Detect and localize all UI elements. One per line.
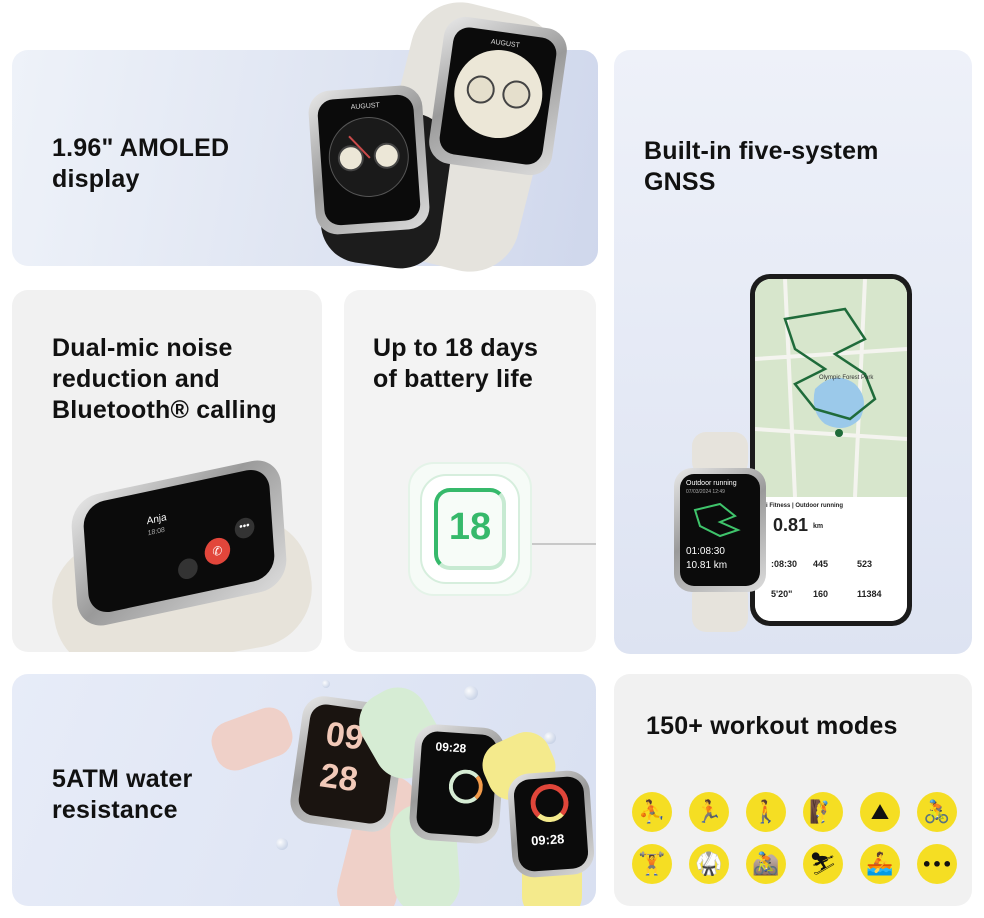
gnss-watch: Outdoor running 07/03/2024 12:49 01:08:3… [674,432,766,632]
card-gnss: Built-in five-system GNSS Olympic Forest… [614,50,972,654]
watch-dial [448,44,548,144]
water-bubble [544,732,556,744]
phone-bpm: 160 [813,589,829,599]
spinning-icon: 🚵 [746,844,786,884]
watch-subdial [464,73,497,106]
connector-line [528,543,596,545]
running-icon: 🏃 [689,792,729,832]
call-time: 18:08 [147,526,166,538]
card-water-resistance: 5ATM water resistance 09 28 09:28 09:28 [12,674,596,906]
watch-title: Outdoor running [686,480,737,487]
phone: Olympic Forest Park Mi Fitness | Outdoor… [750,274,912,626]
phone-steps: 523 [857,559,873,569]
activity-rings [529,782,570,824]
hangup-button: ✆ [203,535,232,568]
card-workout-modes: 150+ workout modes ⛹ 🏃 🚶 🧗 ⛰ 🚴 🏋 🥋 🚵 ⛷ 🚣… [614,674,972,906]
card-amoled-display: 1.96" AMOLED display AUGUST AUGUST [12,0,598,283]
mute-button [177,556,199,581]
phone-pace: 5'20" [771,589,793,599]
route-map: Olympic Forest Park [755,279,907,498]
time-small: 09:28 [435,739,467,756]
ring-widget [447,768,484,805]
card-dual-mic: Dual-mic noise reduction and Bluetooth® … [12,290,322,652]
workout-stats: Mi Fitness | Outdoor running 0.81 km :08… [755,497,907,621]
cycling-icon: 🚴 [917,792,957,832]
strength-icon: 🏋 [632,844,672,884]
elliptical-icon: ⛷ [803,844,843,884]
watch-subdial [372,141,401,170]
watch-screen-front: AUGUST [316,93,422,227]
phone-screen: Olympic Forest Park Mi Fitness | Outdoor… [755,279,907,621]
watch-time: 01:08:30 [686,546,725,557]
water-title: 5ATM water resistance [52,765,193,824]
watch-subdial [500,78,533,111]
battery-title: Up to 18 days of battery life [373,334,539,393]
battery-icon: 18 [408,462,532,596]
phone-dist: 0.81 [773,515,809,535]
workout-title: 150+ workout modes [646,712,898,740]
watch-screen-back: AUGUST [437,25,559,167]
watch-screen-yellow: 09:28 [512,775,590,873]
hiking-icon: ⛰ [860,792,900,832]
card-battery: Up to 18 days of battery life 18 [344,290,596,652]
time-minute: 28 [317,756,361,800]
water-bubble [322,680,330,688]
more-button: ••• [234,515,256,541]
time-small: 09:28 [530,831,565,849]
battery-days: 18 [448,506,492,548]
martial-arts-icon: 🥋 [689,844,729,884]
mic-title: Dual-mic noise reduction and Bluetooth® … [52,334,277,424]
water-bubble [464,686,478,700]
watch-dial [326,114,412,200]
watch-route [693,502,741,538]
watch-screen-green: 09:28 [415,730,499,838]
pink-strap [205,701,299,777]
map-label: Olympic Forest Park [819,375,874,381]
climbing-icon: 🧗 [803,792,843,832]
watch-date: 07/03/2024 12:49 [686,489,725,495]
water-bubble [276,838,288,850]
call-name: Anja [146,512,167,528]
more-icon: ••• [917,844,957,884]
phone-time: :08:30 [771,559,798,569]
watch-month-label: AUGUST [350,102,381,112]
watch-screen: Outdoor running 07/03/2024 12:49 01:08:3… [680,474,760,586]
phone-header: Mi Fitness | Outdoor running [761,503,844,509]
phone-dist-unit: km [813,523,824,530]
route-svg [755,279,907,498]
phone-total: 11384 [857,589,882,599]
treadmill-icon: ⛹ [632,792,672,832]
phone-kcal: 445 [813,559,829,569]
battery-ring-inner [434,488,506,570]
rowing-icon: 🚣 [860,844,900,884]
gnss-title: Built-in five-system GNSS [644,137,879,196]
walking-icon: 🚶 [746,792,786,832]
watch-dist: 10.81 km [686,560,728,571]
amoled-title: 1.96" AMOLED display [52,134,230,193]
